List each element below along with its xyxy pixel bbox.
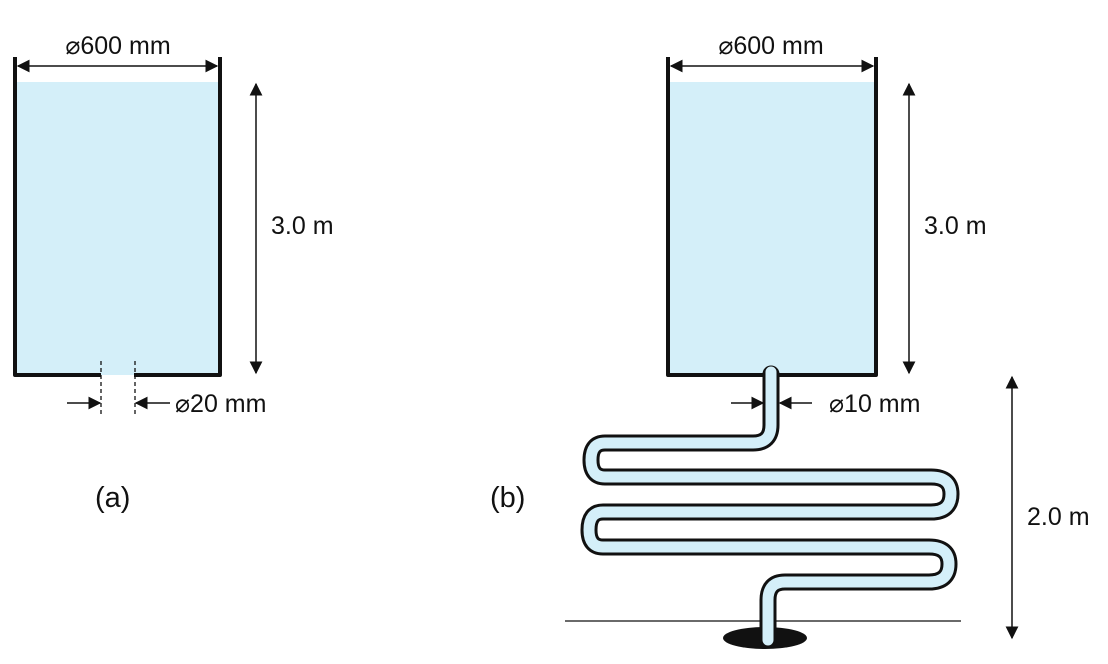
coiled-pipe (583, 366, 957, 646)
tank-a-diameter-label: ⌀600 mm (65, 32, 170, 60)
tank-b-water (669, 82, 876, 375)
panel-b: ⌀600 mm 3.0 m ⌀10 mm 2.0 m (b) (490, 32, 1090, 649)
orifice-diameter-label: ⌀20 mm (175, 390, 266, 418)
drop-height-label: 2.0 m (1027, 503, 1090, 531)
pipe-diameter-label: ⌀10 mm (829, 390, 920, 418)
tank-a-water (16, 82, 219, 375)
tank-b-height-label: 3.0 m (924, 212, 987, 240)
panel-a: ⌀600 mm 3.0 m ⌀20 mm (a) (13, 32, 334, 514)
tank-b-diameter-label: ⌀600 mm (718, 32, 823, 60)
tank-a-wall (13, 57, 222, 377)
panel-a-label: (a) (95, 482, 130, 514)
tank-a-height-label: 3.0 m (271, 212, 334, 240)
tank-b-wall (666, 57, 878, 377)
panel-b-label: (b) (490, 482, 525, 514)
